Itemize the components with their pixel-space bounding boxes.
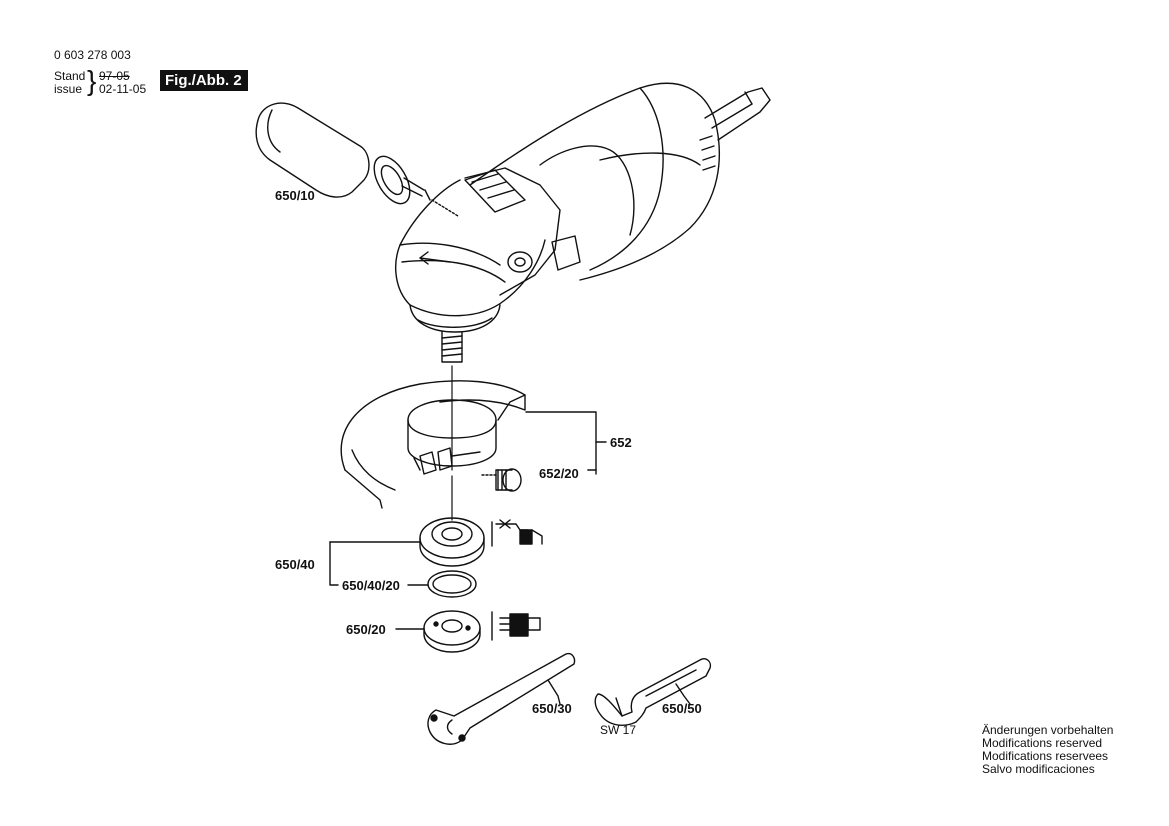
wrench-size-label: SW 17 (600, 723, 637, 737)
note-fr: Modifications reservees (982, 749, 1109, 763)
issue-label: issue (54, 82, 83, 96)
new-date: 02-11-05 (99, 82, 147, 96)
callout-650-50: 650/50 (662, 701, 702, 716)
note-en: Modifications reserved (982, 736, 1103, 750)
figure-label: Fig./Abb. 2 (160, 70, 248, 91)
clamp-nut-illustration (423, 610, 481, 653)
callout-650-20: 650/20 (346, 622, 386, 637)
pin-wrench-illustration (427, 652, 576, 745)
callout-650-30: 650/30 (532, 701, 572, 716)
callout-650-40: 650/40 (275, 557, 315, 572)
clamp-nut-profile-icon (491, 611, 541, 641)
open-end-wrench-illustration (594, 658, 712, 726)
o-ring-illustration (427, 570, 477, 598)
flange-profile-icon (491, 519, 543, 547)
side-handle-illustration (255, 102, 459, 217)
callout-650-10: 650/10 (275, 188, 315, 203)
brace-icon: } (87, 65, 97, 96)
modification-notes: Änderungen vorbehalten Modifications res… (982, 724, 1113, 776)
callout-650-40-20: 650/40/20 (342, 578, 400, 593)
part-number: 0 603 278 003 (54, 48, 131, 62)
old-date: 97-05 (99, 69, 130, 83)
mounting-flange-illustration (419, 517, 485, 567)
angle-grinder-illustration (395, 82, 771, 363)
stand-label: Stand (54, 69, 86, 83)
note-es: Salvo modificaciones (982, 762, 1095, 776)
guard-screw-illustration (481, 468, 522, 492)
callout-652-20: 652/20 (539, 466, 579, 481)
callout-652: 652 (610, 435, 632, 450)
note-de: Änderungen vorbehalten (982, 723, 1114, 737)
